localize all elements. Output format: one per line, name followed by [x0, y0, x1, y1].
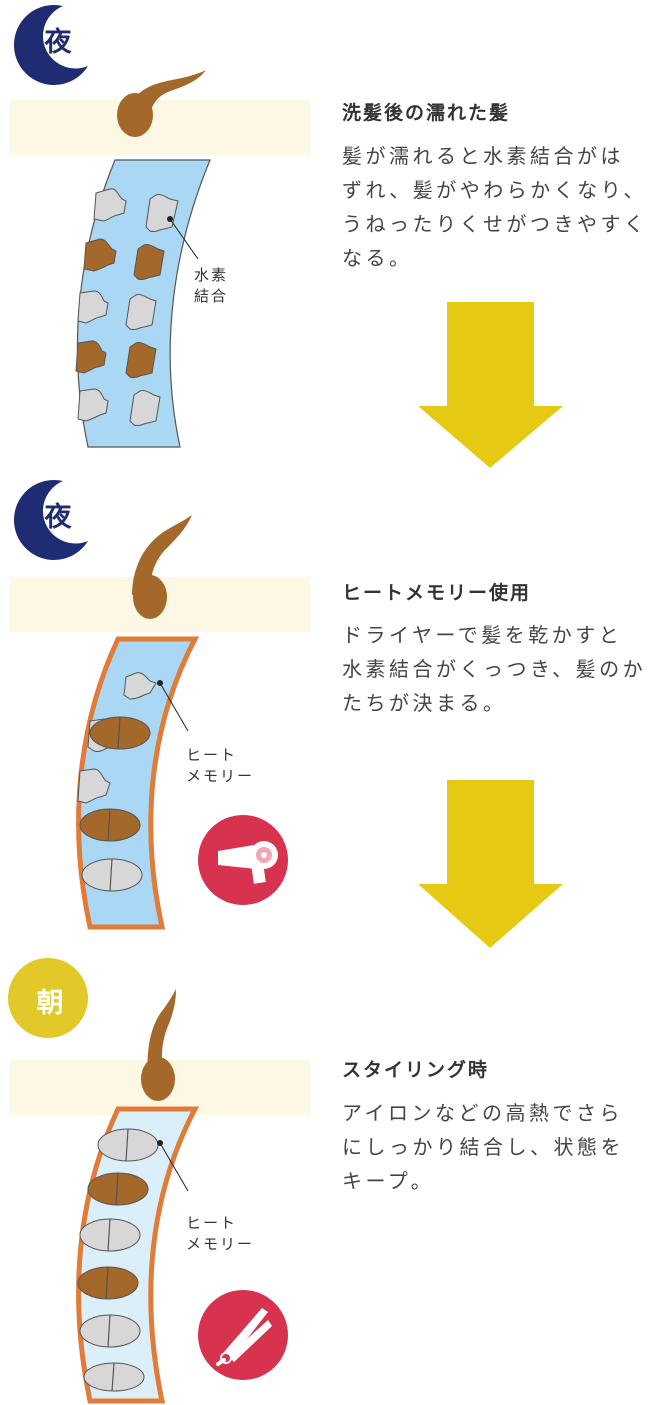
hair-root-icon: [0, 0, 320, 160]
down-arrow-icon: [0, 770, 660, 970]
stage-description: ドライヤーで髪を乾かすと 水素結合がくっつき、髪のか たちが決まる。: [342, 618, 660, 720]
stage-styling: 朝 ヒート メモリー: [0, 955, 660, 1405]
hair-root-icon: [0, 955, 320, 1115]
stage-title: 洗髪後の濡れた髪: [342, 98, 510, 125]
stage-description: 髪が濡れると水素結合がは ずれ、髪がやわらかくなり、 うねったりくせがつきやすく…: [342, 139, 660, 275]
heat-memory-callout: ヒート メモリー: [186, 1213, 254, 1255]
hair-root-icon: [0, 475, 320, 635]
down-arrow-icon: [0, 290, 660, 490]
stage-title: ヒートメモリー使用: [342, 578, 531, 605]
stage-title: スタイリング時: [342, 1055, 489, 1082]
hair-iron-icon: [198, 1290, 298, 1390]
stage-description: アイロンなどの高熱でさら にしっかり結合し、状態を キープ。: [342, 1096, 660, 1198]
